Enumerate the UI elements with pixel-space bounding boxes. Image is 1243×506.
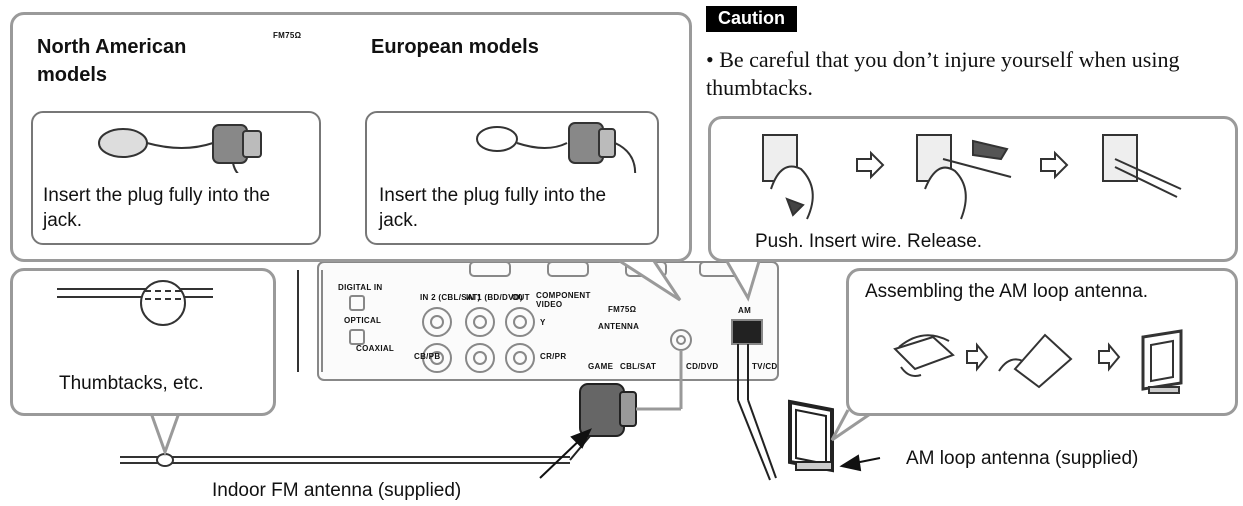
indoor-fm-label: Indoor FM antenna (supplied): [212, 480, 462, 501]
digital-in-label: DIGITAL IN: [338, 283, 383, 292]
antenna-label: ANTENNA: [598, 322, 640, 331]
am-assembly-drawing: [893, 329, 1183, 394]
north-american-title: North American models: [37, 36, 187, 86]
panel-fm-label: FM75Ω: [608, 305, 637, 314]
european-title: European models: [371, 36, 539, 58]
caution-text: • Be careful that you don’t injure yours…: [706, 47, 1180, 100]
cbl-sat-label: CBL/SAT: [620, 362, 657, 371]
jack-label-1: IN 2 (CBL/SAT): [420, 293, 481, 302]
jack-label-3: OUT: [512, 293, 530, 302]
am-assembly-caption: Assembling the AM loop antenna.: [865, 281, 1149, 302]
thumbtacks-callout: Thumbtacks, etc.: [10, 268, 276, 416]
am-label: AM: [738, 306, 752, 315]
fm-label-top: FM75Ω: [273, 31, 302, 40]
am-loop-label: AM loop antenna (supplied): [906, 448, 1139, 469]
european-instruction: Insert the plug fully into the jack.: [379, 185, 607, 231]
row-label-cb: CB/PB: [414, 352, 441, 361]
coaxial-label: COAXIAL: [356, 344, 395, 353]
optical-label: OPTICAL: [344, 316, 382, 325]
callout-pointers: [148, 256, 877, 457]
north-american-plug-drawing: [98, 124, 262, 173]
thumbtacks-caption: Thumbtacks, etc.: [59, 373, 204, 394]
game-label: GAME: [588, 362, 614, 371]
fm-antenna-wire: [120, 453, 570, 467]
jack-label-2: IN 1 (BD/DVD): [466, 293, 523, 302]
cd-dvd-label: CD/DVD: [686, 362, 719, 371]
thumbtack-drawing: [57, 280, 213, 326]
caution-badge: Caution: [706, 6, 797, 32]
wire-steps-callout: Push. Insert wire. Release.: [708, 116, 1238, 262]
receiver-rear-panel: [297, 261, 779, 381]
wire-steps-caption: Push. Insert wire. Release.: [755, 231, 983, 252]
am-loop-antenna: [737, 344, 834, 481]
fm-connection-callout: North American models European models FM…: [10, 12, 692, 262]
european-plug-drawing: [476, 122, 637, 173]
component-video-label: COMPONENT VIDEO: [536, 291, 591, 309]
north-american-box: Insert the plug fully into the jack.: [31, 111, 321, 245]
european-box: Insert the plug fully into the jack.: [365, 111, 659, 245]
row-label-y: Y: [540, 318, 546, 327]
row-label-cr: CR/PR: [540, 352, 567, 361]
indoor-fm-plug: [569, 350, 683, 461]
am-assembly-callout: Assembling the AM loop antenna.: [846, 268, 1238, 416]
wire-steps-drawing: [762, 134, 1182, 220]
north-american-instruction: Insert the plug fully into the jack.: [43, 185, 271, 231]
tv-cd-label: TV/CD: [752, 362, 778, 371]
